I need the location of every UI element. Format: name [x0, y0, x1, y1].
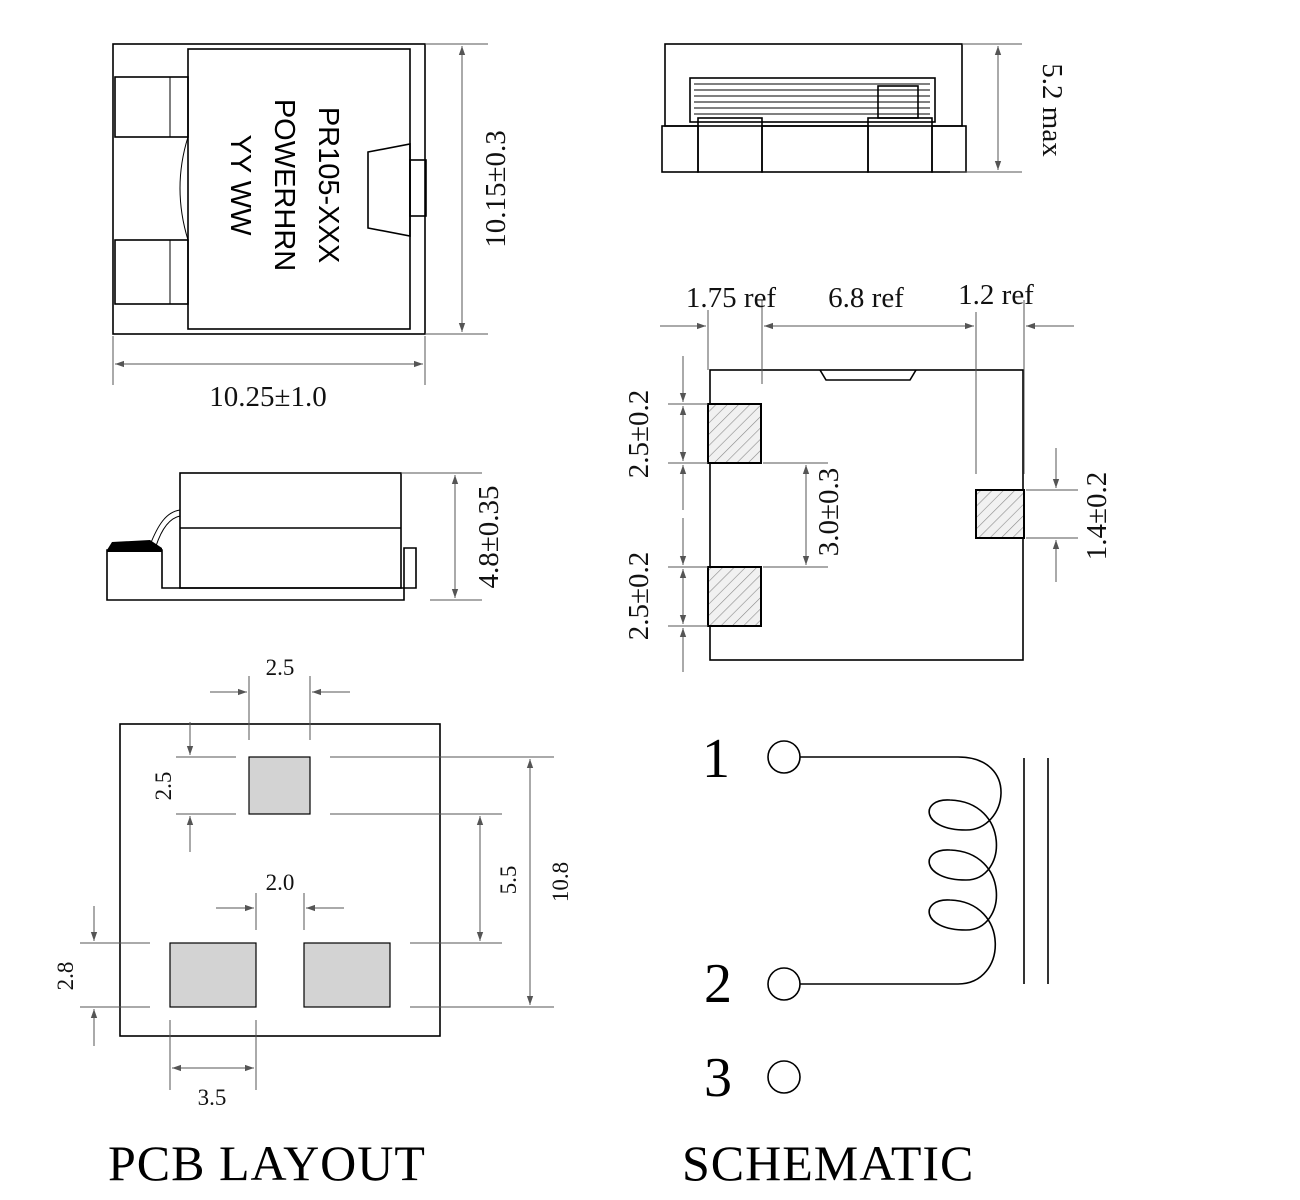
front-view: 5.2 max: [661, 43, 1068, 173]
top-view-width-dim: 10.25±1.0: [209, 381, 326, 413]
bottom-view-pad-top-dim: 2.5±0.2: [623, 390, 655, 478]
bottom-view-pad-gap-dim: 3.0±0.3: [813, 468, 845, 556]
schematic-pin-3-terminal: [767, 1060, 801, 1094]
bottom-pad-1: [707, 403, 762, 464]
bottom-view-pad-bottom-dim: 2.5±0.2: [623, 552, 655, 640]
pcb-board-outline: [119, 723, 441, 1037]
bottom-view-pad-right-dim: 1.4±0.2: [1081, 472, 1113, 560]
bottom-view-right-ref: 1.2 ref: [958, 279, 1034, 311]
schematic: 1 2 3 SCHEMATIC: [682, 728, 1049, 1191]
side-view-height-dim: 4.8±0.35: [473, 486, 505, 589]
top-view-tab: [367, 143, 411, 237]
top-view-height-dim: 10.15±0.3: [480, 130, 512, 247]
pcb-pad-spacing-dim: 5.5: [496, 866, 521, 895]
pcb-layout: 2.5 2.5 2.0 5.5 10.8 2.8 3.5 PCB: [53, 655, 573, 1191]
bottom-view-mid-ref: 6.8 ref: [828, 282, 904, 314]
schematic-pin-2-label: 2: [704, 953, 732, 1015]
top-view: PR105-XXX POWERHRN YY WW 10.15±0.3 10.25…: [112, 43, 512, 413]
schematic-pin-3-label: 3: [704, 1047, 732, 1109]
pcb-overall-height-dim: 10.8: [548, 862, 573, 902]
pcb-layout-caption: PCB LAYOUT: [108, 1135, 426, 1191]
bottom-view: 1.75 ref 6.8 ref 1.2 ref 2.5±0.2 2.5±0.2…: [623, 279, 1113, 672]
schematic-inductor-coil: [800, 756, 1002, 985]
pcb-bottom-pad-height-dim: 2.8: [53, 962, 78, 991]
pcb-top-pad-height-dim: 2.5: [151, 772, 176, 801]
side-view-base: [106, 547, 417, 601]
top-view-terminal-lower: [114, 239, 189, 305]
pcb-pad-top: [248, 756, 311, 815]
pcb-pad-bottom-right: [303, 942, 391, 1008]
side-view: 4.8±0.35: [106, 472, 505, 601]
schematic-caption: SCHEMATIC: [682, 1135, 974, 1191]
schematic-pin-1-label: 1: [702, 728, 730, 790]
top-view-terminal-upper: [114, 76, 189, 138]
bottom-view-left-ref: 1.75 ref: [686, 282, 777, 314]
bottom-pad-3: [975, 489, 1025, 539]
schematic-pin-1-terminal: [767, 740, 801, 774]
front-view-terminal-left: [661, 125, 699, 173]
schematic-pin-2-terminal: [767, 967, 801, 1001]
marking-line-2: POWERHRN: [268, 99, 300, 271]
pcb-pad-gap-dim: 2.0: [266, 870, 295, 895]
pcb-pad-bottom-left: [169, 942, 257, 1008]
top-view-body: [112, 43, 426, 335]
pcb-top-pad-width-dim: 2.5: [266, 655, 295, 680]
marking-line-1: PR105-XXX: [312, 107, 344, 263]
front-view-height-dim: 5.2 max: [1036, 63, 1068, 157]
side-view-core: [179, 472, 402, 589]
pcb-bottom-pad-width-dim: 3.5: [198, 1085, 227, 1110]
marking-line-3: YY WW: [224, 135, 256, 237]
front-view-terminal-right: [931, 125, 967, 173]
bottom-pad-2: [707, 566, 762, 627]
